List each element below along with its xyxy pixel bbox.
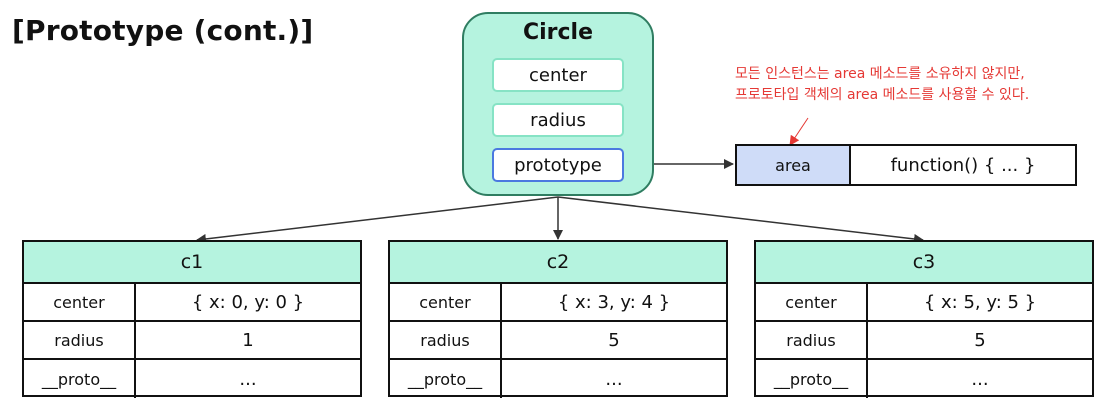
row-value: { x: 0, y: 0 } [191,291,305,313]
row-value: ... [971,368,989,390]
annotation-note: 모든 인스턴스는 area 메소드를 소유하지 않지만, 프로토타입 객체의 a… [735,64,1095,106]
row-value: 5 [608,329,620,351]
row-key: __proto__ [390,360,502,398]
row-key: radius [24,322,136,358]
row-value: ... [605,368,623,390]
row-key: __proto__ [24,360,136,398]
note-line-2: 프로토타입 객체의 area 메소드를 사용할 수 있다. [735,87,1030,103]
instance-c3: c3 center { x: 5, y: 5 } radius 5 __prot… [754,240,1094,398]
instance-name: c1 [24,242,360,284]
c3-arrow [557,196,924,244]
prototype-value: function() { ... } [890,154,1036,176]
instance-c2: c2 center { x: 3, y: 4 } radius 5 __prot… [388,240,728,398]
row-value: 5 [974,329,986,351]
prototype-object: area function() { ... } [735,144,1077,186]
constructor-prop-radius: radius [492,103,624,137]
row-value: ... [239,368,257,390]
instance-row: center { x: 3, y: 4 } [390,284,726,322]
row-key: radius [756,322,868,358]
slide-title: [Prototype (cont.)] [12,14,314,47]
instance-c1: c1 center { x: 0, y: 0 } radius 1 __prot… [22,240,362,398]
instance-name: c2 [390,242,726,284]
c1-arrow [196,196,559,244]
note-line-1: 모든 인스턴스는 area 메소드를 소유하지 않지만, [735,66,1025,82]
instance-row: center { x: 5, y: 5 } [756,284,1092,322]
instance-row: __proto__ ... [756,360,1092,398]
instance-name: c3 [756,242,1092,284]
instance-row: radius 5 [390,322,726,360]
row-value: { x: 5, y: 5 } [923,291,1037,313]
constructor-prop-center: center [492,58,624,92]
row-value: 1 [242,329,254,351]
instance-row: center { x: 0, y: 0 } [24,284,360,322]
instance-row: __proto__ ... [390,360,726,398]
note-pointer-arrow [789,117,809,146]
row-key: center [390,284,502,320]
row-key: radius [390,322,502,358]
constructor-prop-prototype: prototype [492,148,624,182]
row-key: center [756,284,868,320]
instance-row: radius 1 [24,322,360,360]
circle-constructor: Circle center radius prototype [462,12,654,196]
constructor-name: Circle [522,20,594,45]
prototype-key-area: area [737,146,851,184]
row-key: __proto__ [756,360,868,398]
instance-row: radius 5 [756,322,1092,360]
row-value: { x: 3, y: 4 } [557,291,671,313]
instance-row: __proto__ ... [24,360,360,398]
row-key: center [24,284,136,320]
